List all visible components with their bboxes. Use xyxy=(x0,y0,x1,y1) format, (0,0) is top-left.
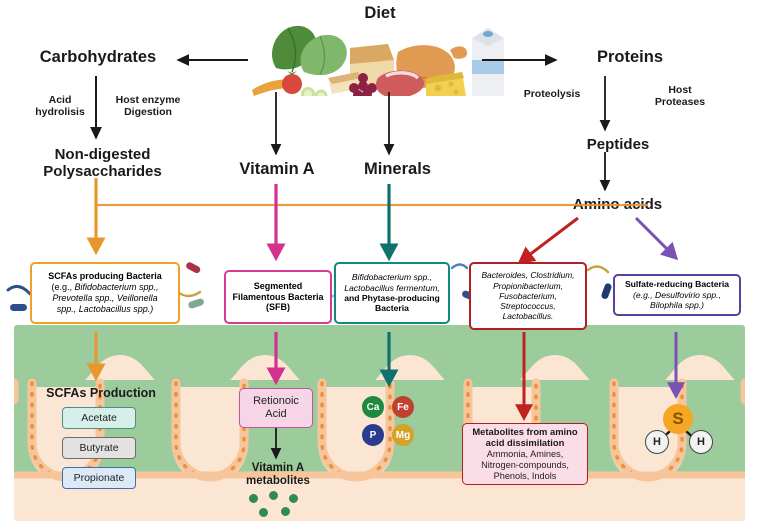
box-line: Lactobacillus. xyxy=(502,311,554,322)
box-line: Streptococcus, xyxy=(500,301,556,312)
box-line: spp., Lactobacillus spp.) xyxy=(56,303,154,314)
box-line: Bacteria xyxy=(375,303,409,314)
mineral-fe: Fe xyxy=(392,396,414,418)
mineral-p: P xyxy=(362,424,384,446)
vitamin-a-metabolites-label: Vitamin A metabolites xyxy=(246,462,310,488)
hydrogen-atom-right: H xyxy=(689,430,713,454)
box-line: Filamentous Bacteria xyxy=(232,291,324,302)
sulfur-atom: S xyxy=(663,404,693,434)
node-non-digested-polysaccharides: Non-digested Polysaccharides xyxy=(43,146,162,181)
edge-label-proteolysis: Proteolysis xyxy=(523,88,581,100)
box-line: Lactobacillus fermentum, xyxy=(344,282,440,293)
edge-label-host-proteases: Host Proteases xyxy=(654,84,706,109)
scfa-item-acetate[interactable]: Acetate xyxy=(62,407,136,429)
node-proteins: Proteins xyxy=(596,48,664,66)
mineral-mg: Mg xyxy=(392,424,414,446)
node-carbohydrates: Carbohydrates xyxy=(39,48,157,66)
scfa-production-heading: SCFAs Production xyxy=(46,386,156,400)
box-line: Fusobacterium, xyxy=(499,290,557,301)
node-vitamin-a: Vitamin A xyxy=(239,160,315,178)
scfa-item-label: Acetate xyxy=(81,412,117,424)
box-line: Segmented xyxy=(253,280,303,291)
sulfur-symbol: S xyxy=(672,409,684,428)
mineral-symbol: P xyxy=(369,429,377,441)
bacteria-box-segmented-filamentous[interactable]: Segmented Filamentous Bacteria (SFB) xyxy=(224,270,332,324)
box-line: Bacteroides, Clostridium, xyxy=(481,270,575,281)
scfa-item-butyrate[interactable]: Butyrate xyxy=(62,437,136,459)
box-line: and Phytase-producing xyxy=(344,293,440,303)
box-line: (e.g., xyxy=(51,282,75,293)
node-peptides: Peptides xyxy=(586,136,650,153)
metabolites-box[interactable]: Metabolites from amino acid dissimilatio… xyxy=(462,423,588,485)
bacteria-box-amino-acid-fermenting[interactable]: Bacteroides, Clostridium, Propionibacter… xyxy=(469,262,587,330)
mineral-symbol: Ca xyxy=(366,401,380,413)
node-diet: Diet xyxy=(364,4,396,22)
box-line: Bilophila spp.) xyxy=(650,300,704,311)
hydrogen-symbol: H xyxy=(697,436,705,448)
metabolites-heading: Metabolites from amino acid dissimilatio… xyxy=(472,425,578,449)
edge-label-acid-hydrolisis: Acid hydrolisis xyxy=(35,94,85,119)
box-line: Sulfate-reducing Bacteria xyxy=(624,279,730,290)
mineral-symbol: Mg xyxy=(395,429,411,441)
diet-food-illustration xyxy=(252,25,504,96)
hydrogen-atom-left: H xyxy=(645,430,669,454)
box-line: (e.g., Desulfovirio spp., xyxy=(633,289,721,300)
scfa-item-label: Propionate xyxy=(73,472,125,484)
scfa-item-label: Butyrate xyxy=(79,442,119,454)
bacteria-box-scfa-producing[interactable]: SCFAs producing Bacteria (e.g., Bifidoba… xyxy=(30,262,180,324)
retinoic-acid-box[interactable]: Retionoic Acid xyxy=(239,388,313,428)
node-minerals: Minerals xyxy=(364,160,431,178)
box-line: Bifidobacterium spp., xyxy=(74,282,159,293)
box-line: Propionibacterium, xyxy=(493,280,563,291)
edge-label-host-enzyme-digestion: Host enzyme Digestion xyxy=(115,94,181,119)
box-line: Prevotella spp., Veillonella xyxy=(52,293,158,303)
hydrogen-symbol: H xyxy=(653,436,661,448)
scfa-item-propionate[interactable]: Propionate xyxy=(62,467,136,489)
box-line: Bifidobacterium spp., xyxy=(351,272,433,283)
bacteria-box-sulfate-reducing[interactable]: Sulfate-reducing Bacteria (e.g., Desulfo… xyxy=(613,274,741,316)
mineral-symbol: Fe xyxy=(397,401,409,413)
box-line: (SFB) xyxy=(266,302,290,313)
metabolites-body: Ammonia, Amines, Nitrogen-compounds, Phe… xyxy=(481,448,569,482)
bacteria-box-phytase-producing[interactable]: Bifidobacterium spp., Lactobacillus ferm… xyxy=(334,262,450,324)
mineral-ca: Ca xyxy=(362,396,384,418)
box-line: SCFAs producing Bacteria xyxy=(48,271,162,282)
